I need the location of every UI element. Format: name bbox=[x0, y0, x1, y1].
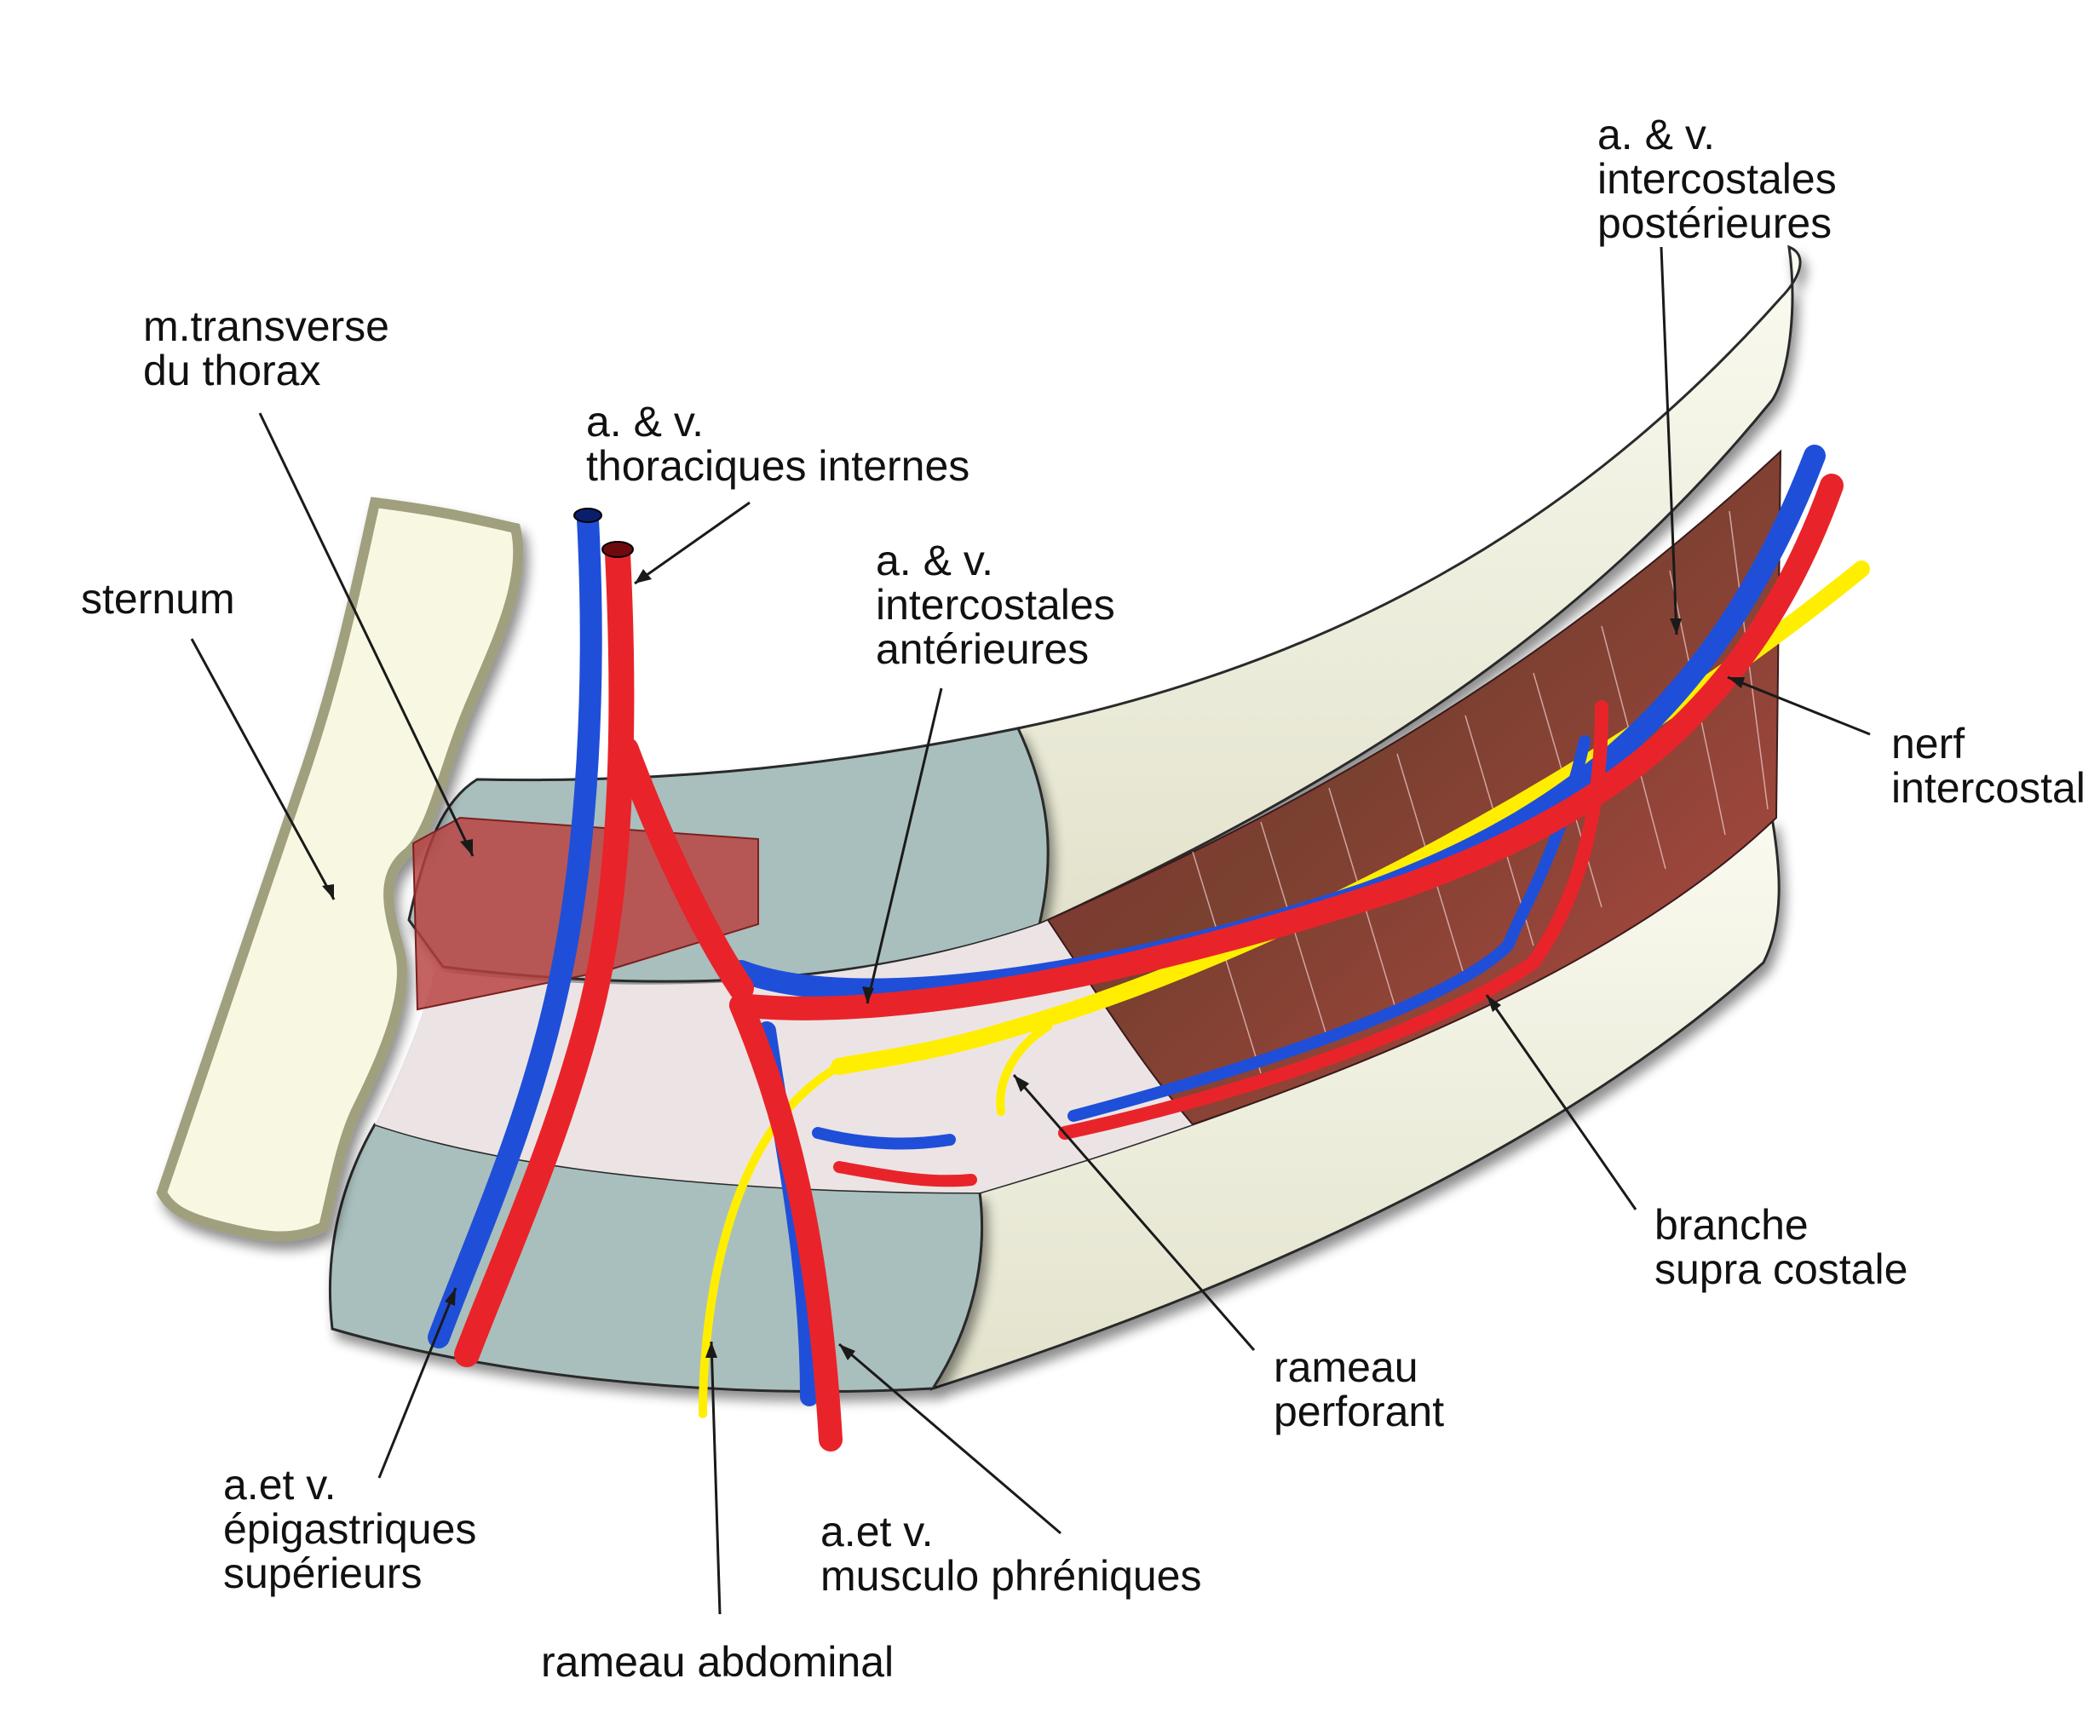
label-supracostal-branch: branche supra costale bbox=[1654, 1201, 1907, 1293]
label-anterior-intercostal: a. & v. intercostales antérieures bbox=[876, 537, 1127, 673]
arrowhead-anterior-intercostal bbox=[862, 986, 874, 1003]
leader-internal-thoracic bbox=[634, 501, 751, 585]
vein-cut-end bbox=[573, 508, 602, 523]
arrowhead-musculophrenic bbox=[839, 1344, 855, 1360]
label-musculophrenic: a.et v. musculo phréniques bbox=[820, 1508, 1202, 1600]
label-sternum: sternum bbox=[81, 575, 235, 623]
sternum bbox=[156, 497, 524, 1242]
arrowhead-sternum bbox=[322, 884, 334, 900]
labels: sternum m.transverse du thorax a. & v. t… bbox=[81, 111, 2086, 1686]
internal-thoracic-artery bbox=[454, 541, 635, 1367]
leader-transverse-thorax bbox=[258, 412, 475, 857]
arrowhead-intercostal-nerve bbox=[1728, 677, 1745, 688]
label-perforating-branch: rameau perforant bbox=[1274, 1343, 1444, 1435]
leader-intercostal-nerve bbox=[1727, 675, 1871, 736]
small-intercostal-artery bbox=[833, 1161, 977, 1187]
label-superior-epigastric: a.et v. épigastriques supérieurs bbox=[223, 1461, 488, 1597]
leader-superior-epigastric bbox=[377, 1287, 457, 1479]
label-posterior-intercostal: a. & v. intercostales postérieures bbox=[1597, 111, 1849, 247]
posterior-intercostal-vein-branch bbox=[1067, 735, 1591, 1122]
leader-musculophrenic bbox=[838, 1342, 1062, 1535]
arrowhead-posterior-intercostal bbox=[1670, 618, 1682, 635]
leader-perforating-branch bbox=[1012, 1074, 1256, 1351]
artery-cut-end bbox=[601, 541, 634, 558]
anterior-intercostal-artery bbox=[729, 474, 1844, 1020]
artery-branch-to-intercostal bbox=[613, 737, 754, 1001]
leader-abdominal-branch bbox=[710, 1341, 722, 1615]
arrowhead-transverse-thorax bbox=[460, 839, 473, 856]
label-intercostal-nerve: nerf intercostal bbox=[1891, 720, 2086, 812]
supracostal-artery-branch bbox=[1058, 700, 1608, 1140]
leader-anterior-intercostal bbox=[866, 687, 943, 1004]
arrowhead-internal-thoracic bbox=[635, 569, 652, 583]
leader-supracostal-branch bbox=[1485, 994, 1637, 1210]
small-intercostal-vein bbox=[812, 1127, 956, 1150]
internal-thoracic-vein bbox=[428, 509, 602, 1348]
leader-posterior-intercostal bbox=[1660, 246, 1678, 635]
musculophrenic-artery bbox=[729, 993, 843, 1451]
leader-sternum bbox=[190, 638, 336, 900]
label-transverse-thorax: m.transverse du thorax bbox=[143, 302, 401, 394]
perforating-nerve-branch bbox=[996, 1022, 1052, 1116]
label-abdominal-branch: rameau abdominal bbox=[541, 1638, 894, 1686]
arrowhead-perforating-branch bbox=[1014, 1075, 1029, 1092]
arrowhead-superior-epigastric bbox=[445, 1288, 456, 1306]
arrowhead-abdominal-branch bbox=[705, 1342, 717, 1358]
arteries bbox=[454, 474, 1844, 1451]
label-internal-thoracic: a. & v. thoraciques internes bbox=[586, 398, 969, 490]
leader-lines bbox=[190, 246, 1871, 1615]
arrowhead-supracostal-branch bbox=[1487, 995, 1501, 1012]
